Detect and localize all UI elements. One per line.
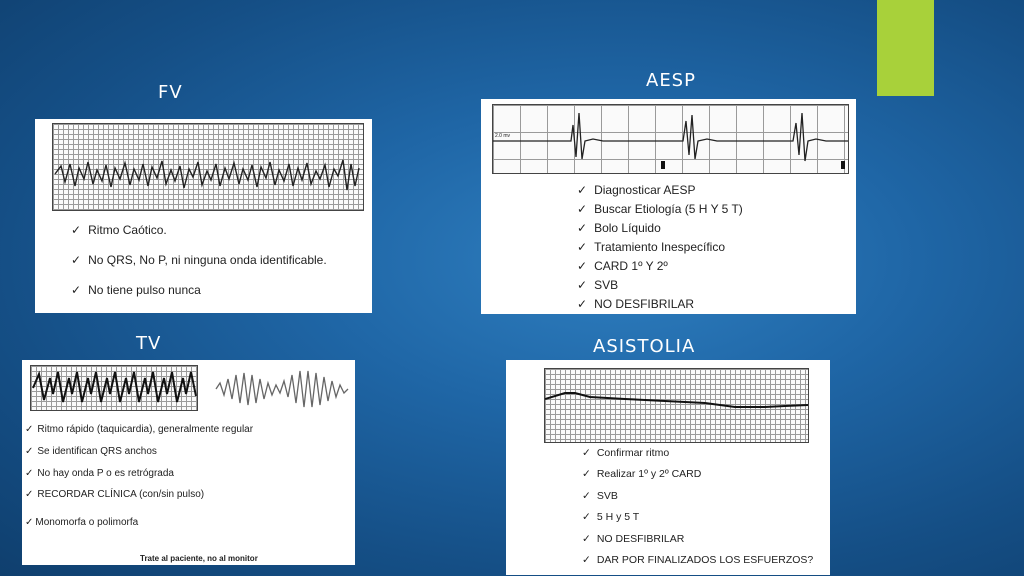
list-item: ✓Se identifican QRS anchos xyxy=(25,446,157,457)
check-icon: ✓ xyxy=(577,221,588,235)
check-icon: ✓ xyxy=(71,283,82,297)
asistolia-list: ✓Confirmar ritmo ✓Realizar 1º y 2º CARD … xyxy=(582,447,813,566)
aesp-ecg-strip: 2.0 mv xyxy=(492,104,849,174)
check-icon: ✓ xyxy=(577,278,588,292)
list-item: ✓Tratamiento Inespecífico xyxy=(577,240,726,254)
aesp-card: 2.0 mv ✓Diagnosticar AESP ✓Buscar Etiolo… xyxy=(481,99,856,314)
list-item: ✓Ritmo Caótico. xyxy=(71,223,167,237)
list-item: ✓NO DESFIBRILAR xyxy=(582,533,685,545)
check-icon: ✓ xyxy=(577,183,588,197)
list-item: ✓RECORDAR CLÍNICA (con/sin pulso) xyxy=(25,489,205,500)
title-tv: TV xyxy=(136,333,162,354)
aesp-waveform xyxy=(493,112,848,162)
title-aesp: AESP xyxy=(646,70,696,91)
tv-card: ✓Ritmo rápido (taquicardia), generalment… xyxy=(22,360,355,565)
tv-footer-note: Trate al paciente, no al monitor xyxy=(140,554,258,563)
list-item: ✓Monomorfa o polimorfa xyxy=(25,517,139,528)
check-icon: ✓ xyxy=(25,446,34,457)
list-item: ✓Realizar 1º y 2º CARD xyxy=(582,468,702,480)
accent-bar xyxy=(877,0,934,96)
list-item: ✓Confirmar ritmo xyxy=(582,447,670,459)
list-item: ✓Diagnosticar AESP xyxy=(577,183,696,197)
tv-ecg-strip-mono xyxy=(30,365,198,411)
check-icon: ✓ xyxy=(71,253,82,267)
marker xyxy=(841,161,845,169)
list-item: ✓No QRS, No P, ni ninguna onda identific… xyxy=(71,253,327,267)
list-item: ✓SVB xyxy=(577,278,619,292)
check-icon: ✓ xyxy=(582,511,591,523)
check-icon: ✓ xyxy=(582,447,591,459)
fv-ecg-strip xyxy=(52,123,364,211)
title-asistolia: ASISTOLIA xyxy=(593,336,696,357)
fv-list: ✓Ritmo Caótico. ✓No QRS, No P, ni ningun… xyxy=(71,223,327,297)
check-icon: ✓ xyxy=(25,489,34,500)
check-icon: ✓ xyxy=(577,297,588,311)
title-fv: FV xyxy=(158,82,183,103)
check-icon: ✓ xyxy=(577,259,588,273)
list-item: ✓Ritmo rápido (taquicardia), generalment… xyxy=(25,424,254,435)
list-item: ✓Bolo Líquido xyxy=(577,221,661,235)
check-icon: ✓ xyxy=(25,517,34,528)
marker xyxy=(661,161,665,169)
check-icon: ✓ xyxy=(582,468,591,480)
check-icon: ✓ xyxy=(582,554,591,566)
check-icon: ✓ xyxy=(577,240,588,254)
check-icon: ✓ xyxy=(71,223,82,237)
asistolia-card: ✓Confirmar ritmo ✓Realizar 1º y 2º CARD … xyxy=(506,360,830,575)
fv-card: ✓Ritmo Caótico. ✓No QRS, No P, ni ningun… xyxy=(35,119,372,313)
list-item: ✓No tiene pulso nunca xyxy=(71,283,201,297)
check-icon: ✓ xyxy=(582,490,591,502)
tv-poly-waveform xyxy=(215,370,349,408)
list-item: ✓No hay onda P o es retrógrada xyxy=(25,468,174,479)
check-icon: ✓ xyxy=(25,424,34,435)
aesp-list: ✓Diagnosticar AESP ✓Buscar Etiología (5 … xyxy=(577,183,743,316)
check-icon: ✓ xyxy=(25,468,34,479)
asistolia-waveform xyxy=(545,392,808,408)
asistolia-ecg-strip xyxy=(544,368,809,443)
list-item: ✓Buscar Etiología (5 H Y 5 T) xyxy=(577,202,743,216)
fv-waveform xyxy=(54,159,360,191)
check-icon: ✓ xyxy=(577,202,588,216)
list-item: ✓SVB xyxy=(582,490,618,502)
tv-ecg-strip-poly xyxy=(214,365,350,413)
tv-list: ✓Ritmo rápido (taquicardia), generalment… xyxy=(25,424,253,528)
tv-mono-waveform xyxy=(32,370,197,403)
list-item: ✓CARD 1º Y 2º xyxy=(577,259,668,273)
check-icon: ✓ xyxy=(582,533,591,545)
list-item: ✓5 H y 5 T xyxy=(582,511,640,523)
list-item: ✓DAR POR FINALIZADOS LOS ESFUERZOS? xyxy=(582,554,814,566)
aesp-strip-label: 2.0 mv xyxy=(495,133,511,139)
list-item: ✓NO DESFIBRILAR xyxy=(577,297,695,311)
